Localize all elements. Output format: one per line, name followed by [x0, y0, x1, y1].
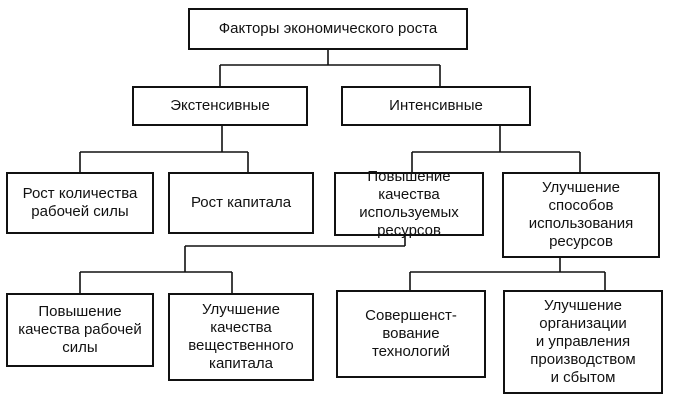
root-factors-label: Факторы экономического роста: [218, 20, 438, 37]
extensive-factors-box: Экстенсивные: [132, 86, 308, 126]
root-factors-box: Факторы экономического роста: [188, 8, 468, 50]
intensive-factors-box: Интенсивные: [341, 86, 531, 126]
labor-growth-label: Рост количества рабочей силы: [22, 185, 138, 220]
labor-quality-box: Повышение качества рабочей силы: [6, 293, 154, 367]
management-label: Улучшение организации и управления произ…: [530, 297, 636, 386]
technology-label: Совершенст- вование технологий: [365, 307, 457, 360]
labor-quality-label: Повышение качества рабочей силы: [18, 303, 142, 356]
capital-quality-box: Улучшение качества вещественного капитал…: [168, 293, 314, 381]
resource-usage-box: Улучшение способов использования ресурсо…: [502, 172, 660, 258]
labor-growth-box: Рост количества рабочей силы: [6, 172, 154, 234]
capital-growth-box: Рост капитала: [168, 172, 314, 234]
intensive-factors-label: Интенсивные: [389, 97, 483, 114]
resource-usage-label: Улучшение способов использования ресурсо…: [528, 179, 634, 250]
technology-box: Совершенст- вование технологий: [336, 290, 486, 378]
resource-quality-box: Повышение качества используемых ресурсов: [334, 168, 484, 239]
capital-quality-label: Улучшение качества вещественного капитал…: [188, 301, 294, 372]
extensive-factors-label: Экстенсивные: [170, 97, 270, 114]
resource-quality-label: Повышение качества используемых ресурсов: [359, 168, 459, 239]
management-box: Улучшение организации и управления произ…: [503, 290, 663, 394]
capital-growth-label: Рост капитала: [190, 194, 292, 211]
